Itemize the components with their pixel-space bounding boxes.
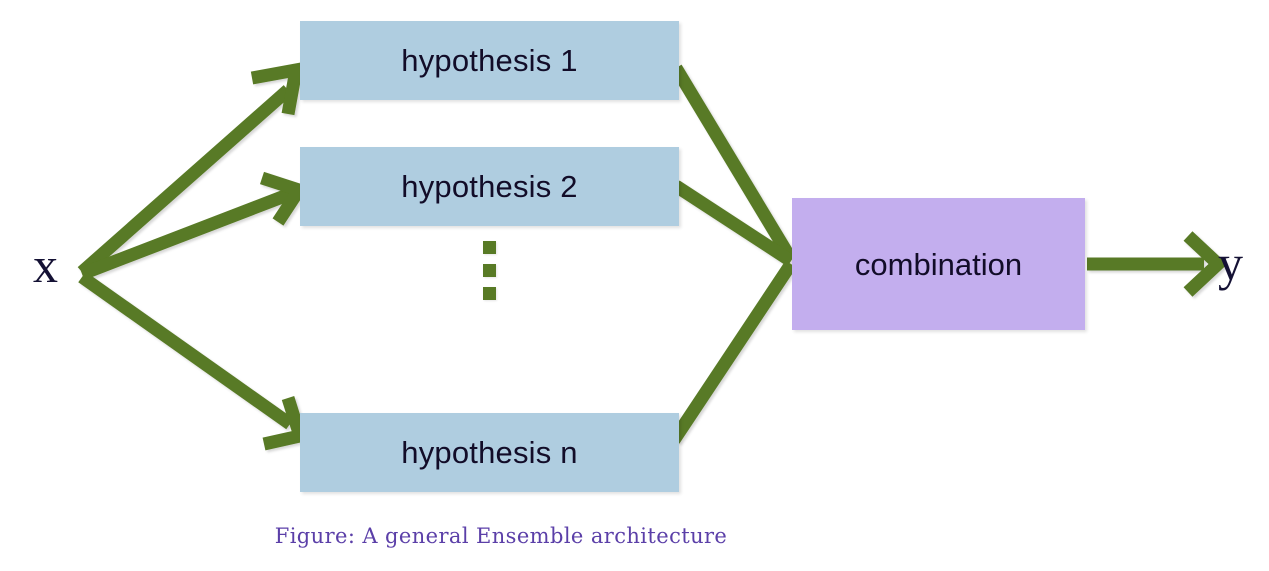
input-label-x: x: [33, 237, 58, 293]
hypothesis-box-2-label: hypothesis 2: [401, 169, 578, 204]
arrow-combination-to-y: [1087, 231, 1228, 297]
hypothesis-box-n[interactable]: hypothesis n: [300, 413, 679, 492]
figure-caption: Figure: A general Ensemble architecture: [274, 524, 728, 548]
vertical-ellipsis-dot-2: [483, 264, 496, 277]
arrow-x-to-hypothesis-2: [79, 171, 310, 281]
arrow-x-to-hypothesis-1: [77, 61, 305, 277]
combination-box-label: combination: [854, 246, 1023, 282]
hypothesis-box-n-label: hypothesis n: [401, 435, 578, 470]
edge-hypothesis-n-to-combination: [668, 260, 797, 444]
hypothesis-box-1[interactable]: hypothesis 1: [300, 21, 679, 100]
arrow-x-to-hypothesis-n: [78, 271, 309, 451]
vertical-ellipsis-dot-3: [483, 287, 496, 300]
edge-hypothesis-1-to-combination: [670, 64, 797, 263]
hypothesis-box-2[interactable]: hypothesis 2: [300, 147, 679, 226]
combination-box[interactable]: combination: [792, 198, 1085, 330]
edge-hypothesis-2-to-combination: [672, 180, 795, 267]
vertical-ellipsis-dot-1: [483, 241, 496, 254]
hypothesis-box-1-label: hypothesis 1: [401, 43, 578, 78]
output-label-y: y: [1218, 235, 1243, 291]
